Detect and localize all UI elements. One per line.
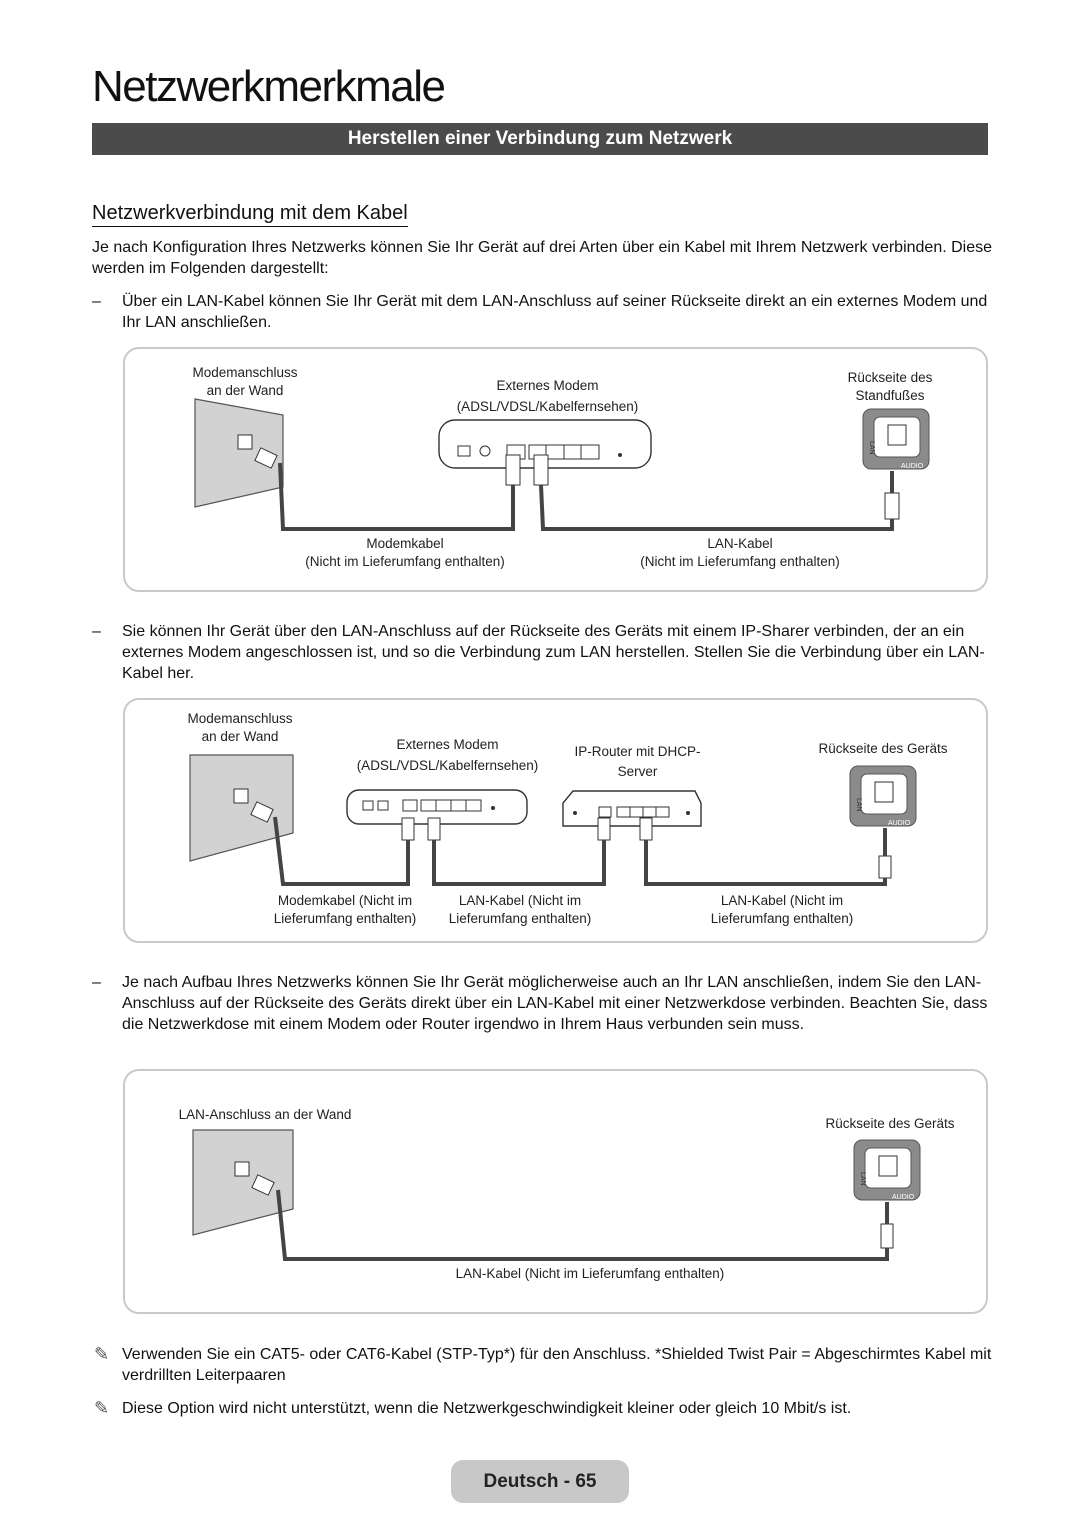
note: ✎ Verwenden Sie ein CAT5- oder CAT6-Kabe… — [92, 1344, 992, 1386]
wall-socket — [237, 434, 253, 450]
audio-port-label: AUDIO — [892, 1194, 915, 1201]
wall-socket — [234, 1161, 250, 1177]
dash-marker: – — [92, 623, 101, 640]
list-item-text: Je nach Aufbau Ihres Netzwerks können Si… — [122, 974, 988, 1033]
label-modem: Externes Modem(ADSL/VDSL/Kabelfernsehen) — [356, 737, 539, 773]
dash-marker: – — [92, 293, 101, 310]
cable-plug — [505, 454, 521, 486]
lan-cable-router — [432, 840, 606, 886]
wall-plate — [189, 754, 294, 862]
lan-port — [878, 1155, 898, 1177]
label-lan-cable: LAN-Kabel (Nicht im Lieferumfang enthalt… — [455, 1266, 725, 1281]
audio-port-label: AUDIO — [888, 820, 911, 827]
wall-plate — [192, 1129, 294, 1236]
wall-socket — [233, 788, 249, 804]
diagram-wall-lan: LAN AUDIO LAN-Anschluss an der Wand Rück… — [123, 1069, 988, 1314]
lan-cable — [539, 484, 894, 531]
diagram-wall-lan-graphic: LAN AUDIO — [192, 1129, 921, 1261]
cable-plug — [878, 855, 892, 879]
pencil-icon: ✎ — [94, 1344, 110, 1364]
diagram-ip-router-graphic: LAN AUDIO — [189, 754, 917, 886]
cable-plug — [533, 454, 549, 486]
lan-port — [887, 424, 907, 446]
note-text: Verwenden Sie ein CAT5- oder CAT6-Kabel … — [122, 1346, 992, 1384]
lan-port — [874, 781, 894, 803]
label-back-device: Rückseite des Geräts — [825, 1116, 955, 1131]
page-number-badge: Deutsch - 65 — [451, 1460, 629, 1503]
cable-plug — [401, 817, 415, 841]
diagram-direct-modem-graphic: LAN AUDIO — [194, 398, 930, 531]
modem-cable — [278, 462, 515, 531]
list-item: – Sie können Ihr Gerät über den LAN-Ansc… — [92, 621, 992, 684]
label-lan-cable: LAN-Kabel(Nicht im Lieferumfang enthalte… — [640, 536, 840, 569]
label-modem-cable: Modemkabel(Nicht im Lieferumfang enthalt… — [305, 536, 505, 569]
cable-plug — [639, 817, 653, 841]
note: ✎ Diese Option wird nicht unterstützt, w… — [92, 1398, 992, 1419]
page-title: Netzwerkmerkmale — [92, 62, 446, 111]
cable-plug — [427, 817, 441, 841]
label-modem: Externes Modem(ADSL/VDSL/Kabelfernsehen) — [456, 378, 639, 414]
list-item: – Je nach Aufbau Ihres Netzwerks können … — [92, 972, 992, 1035]
section-header: Herstellen einer Verbindung zum Netzwerk — [92, 123, 988, 155]
modem-cable — [273, 816, 410, 886]
cable-plug — [251, 1174, 275, 1196]
lan-cable — [276, 1189, 889, 1261]
label-wall-lan: LAN-Anschluss an der Wand — [178, 1107, 352, 1122]
lan-cable-device — [644, 840, 887, 886]
lan-port-label: LAN — [855, 798, 862, 812]
dash-marker: – — [92, 974, 101, 991]
cable-plug — [880, 1223, 894, 1249]
cable-plug — [250, 801, 274, 823]
label-back-device: Rückseite des Geräts — [818, 741, 948, 756]
list-item-text: Über ein LAN-Kabel können Sie Ihr Gerät … — [122, 293, 988, 331]
intro-paragraph: Je nach Konfiguration Ihres Netzwerks kö… — [92, 239, 993, 277]
list-item-text: Sie können Ihr Gerät über den LAN-Anschl… — [122, 623, 985, 682]
cable-plug — [884, 492, 900, 520]
label-router: IP-Router mit DHCP-Server — [574, 744, 701, 779]
lan-port-label: LAN — [859, 1172, 866, 1186]
audio-port-label: AUDIO — [901, 463, 924, 470]
pencil-icon: ✎ — [94, 1398, 110, 1418]
subheading: Netzwerkverbindung mit dem Kabel — [92, 202, 408, 227]
lan-port-label: LAN — [868, 441, 875, 455]
list-item: – Über ein LAN-Kabel können Sie Ihr Gerä… — [92, 291, 992, 333]
cable-plug — [254, 447, 278, 469]
cable-plug — [597, 817, 611, 841]
note-text: Diese Option wird nicht unterstützt, wen… — [122, 1400, 852, 1417]
